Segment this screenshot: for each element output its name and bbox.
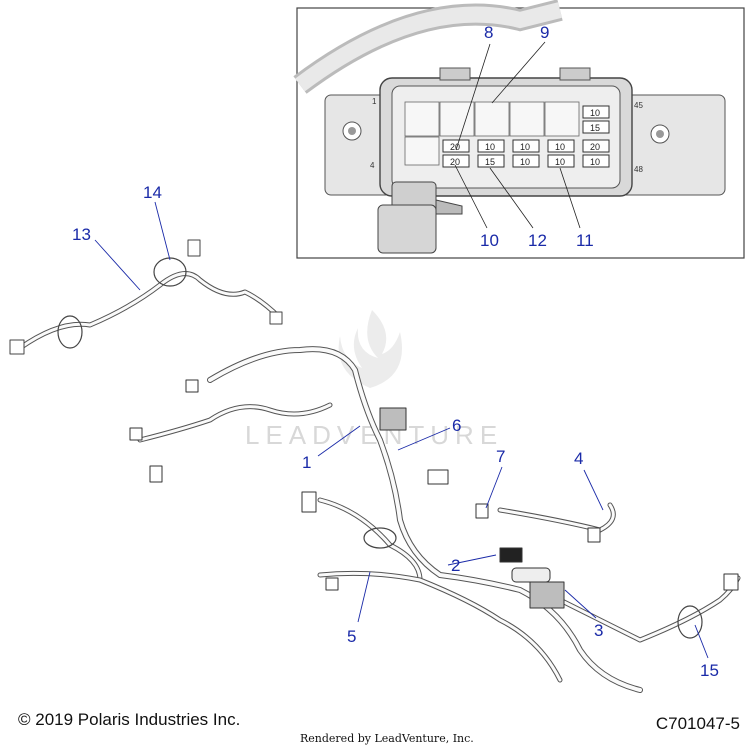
callout-6: 6: [452, 416, 461, 435]
fuse-label: 10: [520, 142, 530, 152]
callout-15: 15: [700, 661, 719, 680]
callout-1: 1: [302, 453, 311, 472]
callout-7: 7: [496, 447, 505, 466]
fuse-label: 15: [590, 123, 600, 133]
copyright-text: © 2019 Polaris Industries Inc.: [18, 710, 241, 729]
fuse-label: 20: [590, 142, 600, 152]
callout-12: 12: [528, 231, 547, 250]
fuse-label: 10: [590, 108, 600, 118]
harness-main: [129, 346, 741, 693]
callout-2: 2: [451, 556, 460, 575]
fuse-label: 10: [555, 157, 565, 167]
fuse-label: 10: [555, 142, 565, 152]
fuse-label: 10: [485, 142, 495, 152]
callout-3: 3: [594, 621, 603, 640]
callout-11: 11: [576, 231, 594, 250]
fuse-row-1: 20 10 10 10 20: [442, 139, 610, 153]
callout-5: 5: [347, 627, 356, 646]
pin-label: 1: [372, 97, 377, 106]
fuse-box-inset: 20 10 10 10 20 20 15 10 10 10 15 10: [293, 0, 745, 259]
leader-lines: [94, 201, 709, 659]
fuse-label: 15: [485, 157, 495, 167]
diagram-id: C701047-5: [655, 714, 740, 733]
fuse-label: 10: [590, 157, 600, 167]
callout-4: 4: [574, 449, 583, 468]
fuse-label: 20: [450, 142, 460, 152]
pin-label: 48: [634, 165, 643, 174]
fuse-label: 20: [450, 157, 460, 167]
callout-14: 14: [143, 183, 162, 202]
fuse-row-2: 20 15 10 10: [442, 154, 575, 168]
pin-label: 45: [634, 101, 643, 110]
pin-label: 4: [370, 161, 375, 170]
callout-labels: 1 2 3 4 5 6 7 8 9 10 11 12 13 14 15: [72, 23, 719, 680]
harness-front: [9, 239, 283, 355]
callout-8: 8: [484, 23, 493, 42]
wire-harness: [9, 239, 741, 693]
callout-13: 13: [72, 225, 91, 244]
rendered-by-text: Rendered by LeadVenture, Inc.: [300, 732, 474, 745]
callout-9: 9: [540, 23, 549, 42]
fuse-column-right: 10 15 10: [582, 105, 610, 168]
fuse-label: 10: [520, 157, 530, 167]
callout-10: 10: [480, 231, 499, 250]
